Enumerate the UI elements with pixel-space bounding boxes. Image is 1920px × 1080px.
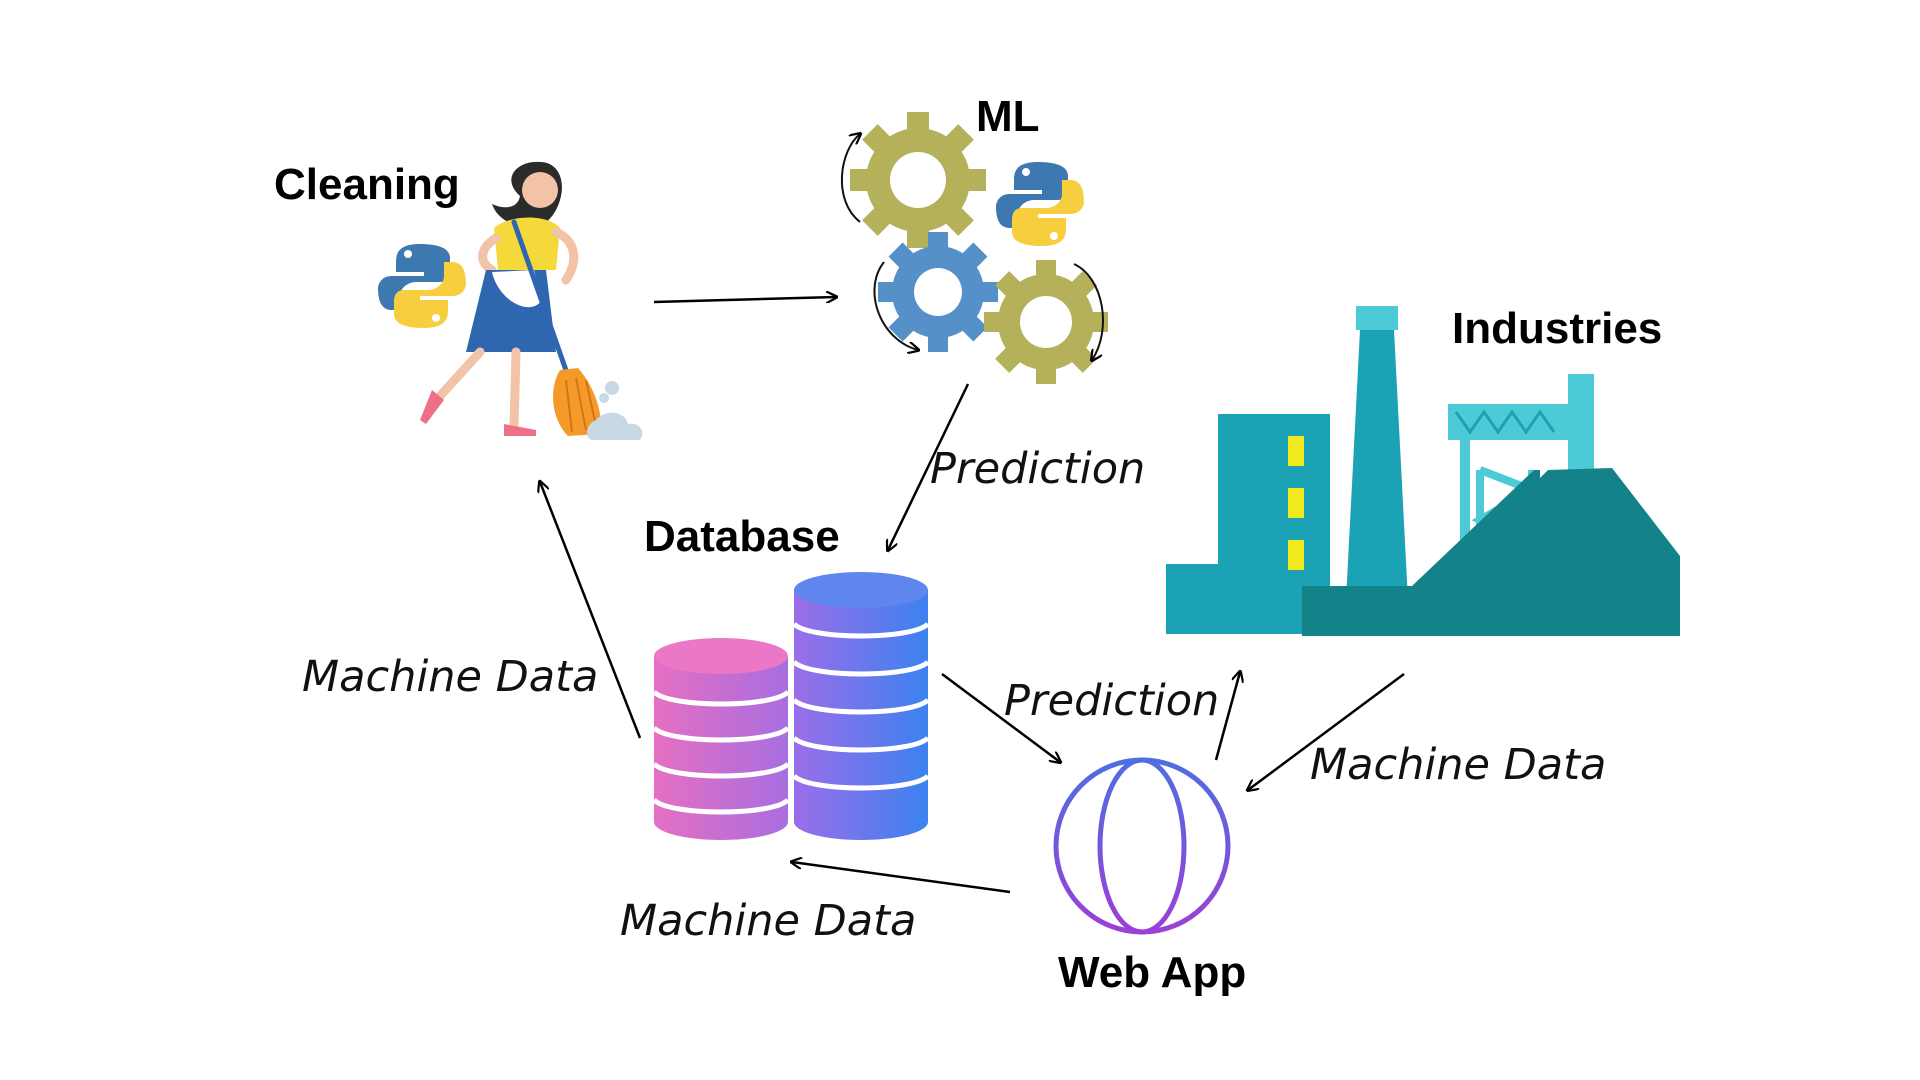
edge-industries-to-webapp bbox=[1248, 672, 1405, 790]
edge-database-to-webapp bbox=[941, 672, 1060, 762]
edge-label-database-to-webapp: Prediction bbox=[1004, 676, 1220, 726]
diagram-edges bbox=[540, 297, 1405, 894]
python-icon bbox=[996, 162, 1084, 246]
edge-webapp-to-industries bbox=[1214, 672, 1240, 761]
edge-cleaning-to-ml bbox=[653, 297, 836, 302]
database-title: Database bbox=[644, 512, 840, 561]
webapp-title: Web App bbox=[1058, 948, 1247, 997]
cleaning-title: Cleaning bbox=[274, 160, 460, 209]
gears-icon bbox=[840, 112, 1108, 384]
edge-ml-to-database bbox=[888, 383, 970, 550]
edge-label-webapp-to-database: Machine Data bbox=[620, 896, 917, 946]
globe-icon bbox=[1053, 757, 1231, 935]
industries-title: Industries bbox=[1452, 304, 1663, 353]
cleaning-woman-icon bbox=[420, 161, 643, 440]
python-icon bbox=[378, 244, 466, 328]
edge-label-database-to-cleaning: Machine Data bbox=[302, 652, 599, 702]
edge-label-ml-to-database: Prediction bbox=[930, 444, 1146, 494]
edge-label-industries-to-webapp: Machine Data bbox=[1310, 740, 1607, 790]
factory-icon bbox=[1166, 306, 1680, 636]
edge-webapp-to-database bbox=[792, 862, 1011, 894]
ml-title: ML bbox=[976, 92, 1040, 141]
edge-database-to-cleaning bbox=[540, 482, 642, 739]
database-icon bbox=[652, 572, 930, 840]
